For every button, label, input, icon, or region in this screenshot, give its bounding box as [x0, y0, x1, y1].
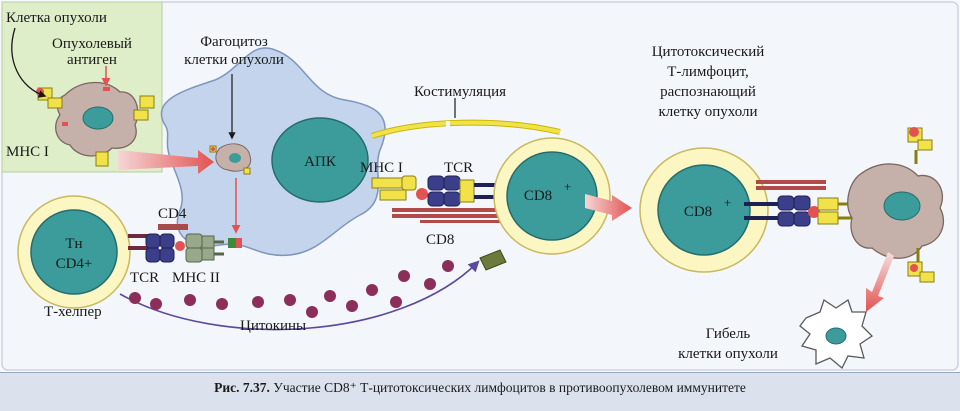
ctl-label-1: Цитотоксический: [652, 44, 765, 60]
costimulation-gap: [446, 121, 450, 135]
cd8-cell-left-plus: +: [564, 179, 571, 194]
death-arrow: [866, 252, 894, 312]
mhc1-left-label: MHC I: [6, 144, 49, 160]
figure-caption: Рис. 7.37. Участие CD8⁺ Т-цитотоксически…: [0, 380, 960, 396]
tumor-antigen-label-2: антиген: [67, 52, 117, 68]
tumor-right-mhc-top: [907, 127, 933, 164]
caption-bar: [0, 372, 960, 411]
cytokine-receptor: [479, 249, 507, 271]
phagocytosis-label-2: клетки опухоли: [184, 52, 284, 68]
mhc1-receptor-bottom: [95, 151, 109, 167]
death-label-1: Гибель: [706, 326, 751, 342]
cytokines-label: Цитокины: [240, 318, 306, 334]
t-helper-label-1: Тн: [65, 236, 82, 252]
tumor-nucleus-right: [883, 191, 921, 221]
ctl-label-4: клетку опухоли: [658, 104, 757, 120]
t-helper-caption: Т-хелпер: [44, 304, 102, 320]
tumor-antigen-label-1: Опухолевый: [52, 36, 132, 52]
caption-text: Участие CD8⁺ Т-цитотоксических лимфоцито…: [269, 380, 746, 395]
costimulation-label: Костимуляция: [414, 84, 506, 100]
mhc1-mid-label: MHC I: [360, 160, 403, 176]
t-helper-label-2: CD4+: [56, 256, 93, 272]
dying-nucleus: [825, 327, 847, 345]
cd8-receptor-label: CD8: [426, 232, 454, 248]
mhc1-receptor-right: [133, 95, 155, 121]
tcr-bottom-label: TCR: [130, 270, 159, 286]
cd8-cell-left-label: CD8: [524, 188, 552, 204]
cd4-label: CD4: [158, 206, 187, 222]
cd8-cell-right-plus: +: [724, 195, 731, 210]
costimulation-inner: [371, 120, 561, 138]
cd8-cell-right-nucleus: [657, 164, 751, 256]
mhc2-label: MHC II: [172, 270, 220, 286]
apc-nucleus: [271, 117, 369, 203]
ctl-label-2: Т-лимфоцит,: [667, 64, 749, 80]
tumor-arrow: [11, 27, 47, 98]
engulfed-mhc-2: [243, 167, 251, 175]
tumor-nucleus-left: [82, 106, 114, 130]
tumor-cell-label: Клетка опухоли: [6, 10, 107, 26]
tcr-mid-label: TCR: [444, 160, 473, 176]
processed-antigen: [228, 238, 242, 248]
mhc1-tcr-complex: [371, 175, 510, 223]
phagocytosis-arrow: [118, 150, 214, 174]
cytokine-arrow: [119, 260, 480, 331]
apc-label: АПК: [304, 154, 337, 170]
cytokine-dots: [129, 260, 454, 318]
engulfed-antigen: [211, 147, 215, 151]
cd8-cell-right-label: CD8: [684, 204, 712, 220]
ctl-tumor-complex: [744, 180, 858, 227]
death-label-2: клетки опухоли: [678, 346, 778, 362]
caption-prefix: Рис. 7.37.: [214, 380, 270, 395]
tumor-right-mhc-bottom: [907, 248, 935, 283]
engulfed-nucleus: [229, 153, 241, 163]
tumor-antigen-mark: [103, 87, 110, 91]
activation-arrow: [585, 194, 632, 221]
ctl-label-3: распознающий: [660, 84, 756, 100]
tumor-antigen-mark-2: [62, 122, 68, 126]
cd4-tcr-mhc2-complex: [128, 224, 224, 263]
cd8-cell-left-nucleus: [506, 151, 598, 241]
t-helper-nucleus: [30, 209, 118, 295]
phagocytosis-label-1: Фагоцитоз: [200, 34, 268, 50]
